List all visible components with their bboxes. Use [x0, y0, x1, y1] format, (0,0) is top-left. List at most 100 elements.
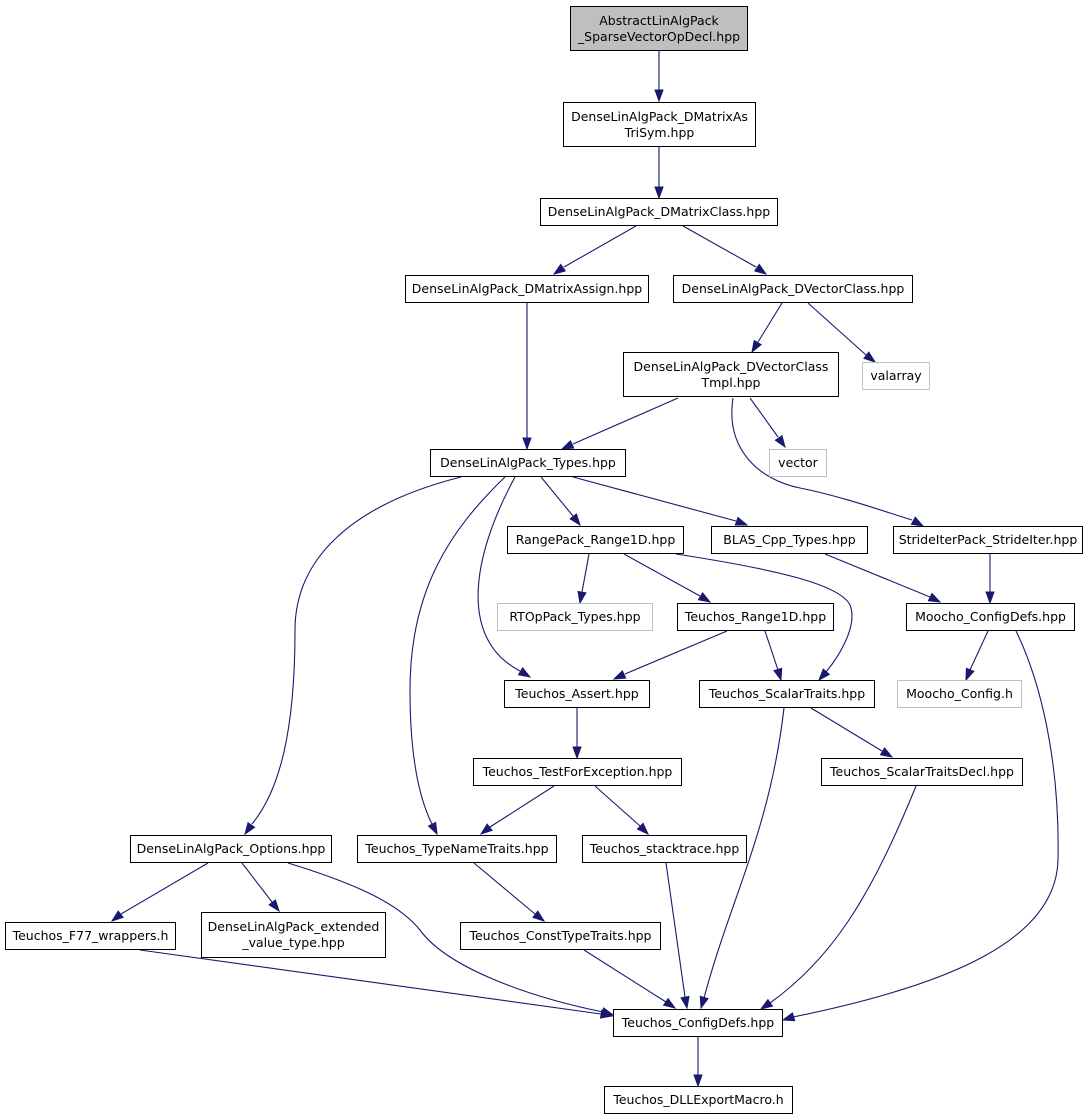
node-label-line: BLAS_Cpp_Types.hpp — [723, 532, 856, 547]
edge-blas-to-moocho-configdefs — [824, 553, 931, 598]
node-teuchos-f77-wrappers[interactable]: Teuchos_F77_wrappers.h — [5, 922, 176, 950]
node-vector: vector — [769, 449, 827, 477]
node-label-line: vector — [778, 455, 818, 470]
edge-options-to-f77-wrappers-arrowhead — [110, 910, 124, 922]
node-label-line: Teuchos_ScalarTraitsDecl.hpp — [830, 764, 1014, 779]
edge-rangepack-to-rtoppack — [581, 553, 590, 593]
edge-stacktrace-to-configdefs-arrowhead — [680, 995, 690, 1010]
edge-dvectorclass-to-dvectorclasstmpl-arrowhead — [751, 339, 762, 354]
edge-types-to-blas-arrowhead — [734, 516, 749, 526]
edge-rangepack-to-rtoppack-arrowhead — [577, 590, 587, 605]
edge-dmatrixastrisym-to-dmatrixclass-arrowhead — [654, 186, 664, 200]
node-teuchos-testforexception[interactable]: Teuchos_TestForException.hpp — [473, 758, 682, 786]
edge-types-to-blas — [572, 476, 737, 522]
edge-dvectorclasstmpl-to-strideiter-arrowhead — [910, 516, 925, 527]
edge-dvectorclasstmpl-to-vector — [749, 397, 779, 438]
node-moocho-config: Moocho_Config.h — [897, 680, 1022, 708]
node-denselinalgpack-dvectorclasstmpl[interactable]: DenseLinAlgPack_DVectorClass Tmpl.hpp — [623, 352, 839, 397]
node-label-line: StrideIterPack_StrideIter.hpp — [898, 532, 1078, 547]
edge-types-to-typenametraits — [409, 476, 506, 825]
node-label-line: Teuchos_ConfigDefs.hpp — [621, 1015, 775, 1030]
node-label-line: _SparseVectorOpDecl.hpp — [577, 28, 741, 44]
node-label-line: DenseLinAlgPack_DVectorClass — [633, 358, 829, 374]
node-label-line: Tmpl.hpp — [701, 374, 761, 390]
edge-options-to-f77-wrappers — [120, 862, 209, 915]
node-label-line: DenseLinAlgPack_DVectorClass.hpp — [681, 281, 905, 296]
node-denselinalgpack-extended-value-type[interactable]: DenseLinAlgPack_extended _value_type.hpp — [201, 912, 386, 958]
edge-teuchos-assert-to-testforexception-arrowhead — [572, 746, 582, 760]
node-label-line: Teuchos_Assert.hpp — [515, 686, 639, 701]
node-label-line: Teuchos_TypeNameTraits.hpp — [365, 841, 549, 856]
node-label-line: Moocho_ConfigDefs.hpp — [915, 609, 1066, 624]
edge-scalartraitsdecl-to-configdefs-arrowhead — [759, 998, 774, 1010]
node-teuchos-scalartraits[interactable]: Teuchos_ScalarTraits.hpp — [699, 680, 875, 708]
edge-typenametraits-to-consttypetraits — [473, 862, 536, 915]
node-teuchos-assert[interactable]: Teuchos_Assert.hpp — [504, 680, 650, 708]
node-denselinalgpack-dmatrixassign[interactable]: DenseLinAlgPack_DMatrixAssign.hpp — [405, 275, 649, 303]
node-teuchos-dllexportmacro[interactable]: Teuchos_DLLExportMacro.h — [604, 1086, 793, 1114]
edge-strideiter-to-moocho-configdefs-arrowhead — [985, 591, 995, 605]
edge-testforexception-to-stacktrace — [594, 785, 641, 827]
node-label-line: DenseLinAlgPack_Types.hpp — [440, 455, 616, 470]
edge-blas-to-moocho-configdefs-arrowhead — [927, 592, 942, 603]
edge-options-to-extended-value-type-arrowhead — [268, 899, 280, 913]
node-denselinalgpack-dmatrixclass[interactable]: DenseLinAlgPack_DMatrixClass.hpp — [540, 198, 778, 226]
edge-dvectorclasstmpl-to-strideiter — [731, 397, 913, 521]
node-teuchos-consttypetraits[interactable]: Teuchos_ConstTypeTraits.hpp — [460, 922, 661, 950]
edge-rangepack-to-scalartraits-arrowhead — [818, 668, 831, 682]
node-denselinalgpack-types[interactable]: DenseLinAlgPack_Types.hpp — [430, 449, 626, 477]
edge-scalartraits-to-scalartraitsdecl-arrowhead — [879, 747, 894, 758]
edge-f77-wrappers-to-configdefs-arrowhead — [599, 1009, 614, 1019]
edge-types-to-options — [251, 476, 462, 825]
node-label-line: RangePack_Range1D.hpp — [515, 532, 676, 547]
node-strideiterpack-strideiter[interactable]: StrideIterPack_StrideIter.hpp — [893, 526, 1083, 554]
edge-dvectorclasstmpl-to-types — [572, 397, 679, 445]
edge-options-to-extended-value-type — [241, 862, 273, 903]
edge-testforexception-to-typenametraits-arrowhead — [479, 823, 493, 835]
node-label-line: DenseLinAlgPack_extended — [207, 919, 380, 934]
node-abstractlinalgpack-sparsevectoropdecl: AbstractLinAlgPack _SparseVectorOpDecl.h… — [570, 6, 748, 51]
node-label-line: TriSym.hpp — [624, 124, 695, 140]
node-label-line: Teuchos_F77_wrappers.h — [12, 928, 169, 943]
node-valarray: valarray — [862, 362, 930, 390]
node-teuchos-stacktrace[interactable]: Teuchos_stacktrace.hpp — [582, 835, 747, 863]
node-rtoppack-types: RTOpPack_Types.hpp — [497, 603, 653, 631]
edge-dmatrixclass-to-dvectorclass — [682, 225, 757, 268]
edge-dmatrixassign-to-types-arrowhead — [522, 437, 532, 451]
edge-scalartraits-to-configdefs-arrowhead — [699, 995, 709, 1010]
node-teuchos-range1d[interactable]: Teuchos_Range1D.hpp — [677, 603, 834, 631]
node-teuchos-configdefs[interactable]: Teuchos_ConfigDefs.hpp — [613, 1009, 783, 1037]
edge-moocho-configdefs-to-moocho-config — [969, 630, 989, 671]
edge-dmatrixclass-to-dmatrixassign — [563, 225, 637, 268]
node-blas-cpp-types[interactable]: BLAS_Cpp_Types.hpp — [711, 526, 868, 554]
edge-f77-wrappers-to-configdefs — [139, 949, 602, 1015]
node-label-line: AbstractLinAlgPack — [599, 12, 719, 28]
node-label-line: DenseLinAlgPack_DMatrixAs — [571, 108, 748, 124]
node-label-line: Teuchos_DLLExportMacro.h — [613, 1092, 784, 1107]
edge-scalartraits-to-scalartraitsdecl — [810, 707, 883, 752]
node-label-line: DenseLinAlgPack_Options.hpp — [136, 841, 326, 856]
edge-testforexception-to-stacktrace-arrowhead — [636, 822, 650, 836]
edge-typenametraits-to-consttypetraits-arrowhead — [532, 910, 546, 922]
node-denselinalgpack-options[interactable]: DenseLinAlgPack_Options.hpp — [130, 835, 332, 863]
edge-dmatrixclass-to-dvectorclass-arrowhead — [753, 263, 768, 275]
node-teuchos-typenametraits[interactable]: Teuchos_TypeNameTraits.hpp — [357, 835, 557, 863]
node-label-line: _value_type.hpp — [242, 935, 345, 950]
edge-dvectorclass-to-dvectorclasstmpl — [757, 302, 783, 343]
node-denselinalgpack-dvectorclass[interactable]: DenseLinAlgPack_DVectorClass.hpp — [673, 275, 913, 303]
node-label-line: Moocho_Config.h — [906, 686, 1013, 701]
node-rangepack-range1d[interactable]: RangePack_Range1D.hpp — [507, 526, 684, 554]
node-label-line: valarray — [870, 368, 922, 383]
edge-scalartraitsdecl-to-configdefs — [769, 785, 917, 1004]
node-teuchos-scalartraitsdecl[interactable]: Teuchos_ScalarTraitsDecl.hpp — [821, 758, 1023, 786]
edge-types-to-typenametraits-arrowhead — [427, 821, 438, 836]
edge-scalartraits-to-configdefs — [703, 707, 785, 999]
node-moocho-configdefs[interactable]: Moocho_ConfigDefs.hpp — [906, 603, 1075, 631]
edge-rangepack-to-teuchos-range1d-arrowhead — [697, 592, 712, 603]
edge-rangepack-to-scalartraits — [675, 553, 853, 673]
node-denselinalgpack-dmatrixastrisym[interactable]: DenseLinAlgPack_DMatrixAs TriSym.hpp — [563, 102, 756, 147]
edge-moocho-configdefs-to-moocho-config-arrowhead — [965, 667, 975, 682]
node-label-line: RTOpPack_Types.hpp — [509, 609, 641, 624]
edge-root-to-dmatrixastrisym-arrowhead — [654, 89, 664, 103]
